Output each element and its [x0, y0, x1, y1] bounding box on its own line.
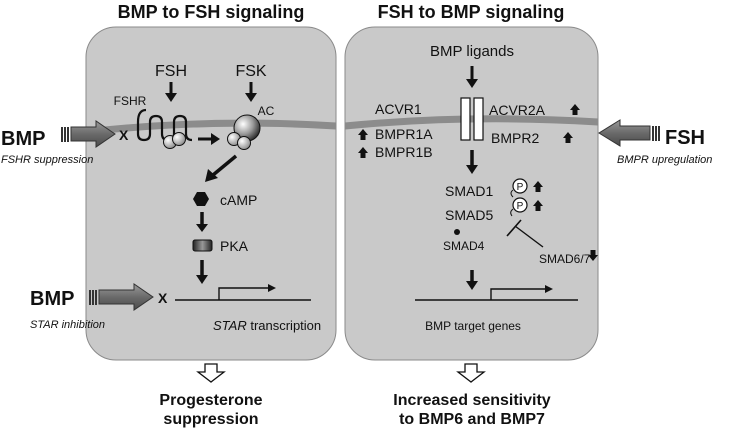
fsh-note: BMPR upregulation: [617, 154, 712, 166]
fsk-label: FSK: [235, 63, 266, 80]
fsk-arrow-head: [245, 93, 257, 102]
smad5-label: SMAD5: [445, 207, 493, 223]
phospho-circle-2: [512, 197, 528, 213]
left-outcome-line1: Progesterone: [159, 392, 262, 409]
adenylate-cyclase-icon: [227, 114, 261, 150]
bmpr1a-up-icon: [358, 129, 368, 140]
fsh-arrow-head: [165, 93, 177, 102]
phospho-link-2: [510, 208, 514, 217]
transcription-word: transcription: [247, 318, 321, 333]
bmp-receptor-type2-bar: [473, 97, 484, 141]
phospho-label-2: P: [517, 201, 524, 212]
left-outcome: Progesterone suppression: [159, 363, 263, 428]
smad1-label: SMAD1: [445, 183, 493, 199]
smad4-dot-icon: [454, 229, 460, 235]
fshr-label: FSHR: [114, 94, 147, 108]
bmp-fshr-inhibition: BMP FSHR suppression X: [1, 120, 129, 166]
right-fsh-label: FSH: [665, 127, 705, 149]
star-promoter-icon: [218, 287, 268, 300]
bmp-bottom-label: BMP: [30, 288, 74, 310]
star-gene-name: STAR: [213, 318, 247, 333]
left-fsh-label: FSH: [155, 63, 187, 80]
acvr2a-label: ACVR2A: [489, 102, 546, 118]
right-panel-background: [344, 26, 599, 361]
star-promoter-arrow-head: [268, 284, 276, 292]
fsh-block-arrow-icon: [598, 119, 660, 147]
ac-label: AC: [258, 104, 275, 118]
fshr-block-mark: X: [119, 127, 129, 143]
pka-label: PKA: [220, 238, 249, 254]
bmp-top-note: FSHR suppression: [1, 154, 93, 166]
right-outcome: Increased sensitivity to BMP6 and BMP7: [393, 363, 551, 428]
fsh-bmpr-upregulation: FSH BMPR upregulation: [598, 119, 712, 166]
phospho-up-icon-2: [533, 200, 543, 211]
camp-hexagon-icon: [193, 192, 209, 206]
bmp-ligands-label: BMP ligands: [430, 43, 514, 60]
left-outcome-arrow-icon: [196, 363, 226, 383]
receptor-to-ac-arrow-head: [211, 133, 220, 145]
phospho-link-1: [510, 189, 514, 198]
acvr2a-up-icon: [570, 104, 580, 115]
bmp-bottom-block-arrow-icon: [89, 283, 154, 311]
camp-label: cAMP: [220, 192, 257, 208]
bmp-target-promoter-icon: [490, 288, 545, 300]
right-outcome-line1: Increased sensitivity: [393, 392, 551, 409]
pka-to-gene-arrow-head: [196, 275, 208, 284]
bmpr2-label: BMPR2: [491, 130, 539, 146]
right-outcome-arrow-icon: [456, 363, 486, 383]
smad67-inhibition-bar: [506, 219, 522, 237]
receptor-to-smad-arrow-head: [466, 165, 478, 174]
bmpr1a-label: BMPR1A: [375, 126, 433, 142]
bmp-receptor-type1-bar: [460, 97, 471, 141]
fshr-receptor-icon: [136, 108, 193, 149]
left-outcome-line2: suppression: [163, 411, 258, 428]
bmp-target-promoter-arrow-head: [545, 285, 553, 293]
smad-to-gene-arrow-head: [466, 281, 478, 290]
smad67-inhibition-line: [514, 225, 544, 248]
left-membrane: [85, 119, 337, 136]
bmp-bottom-note: STAR inhibition: [30, 319, 105, 331]
bmpr1b-label: BMPR1B: [375, 144, 433, 160]
star-block-mark: X: [158, 290, 168, 306]
smad67-down-icon: [588, 250, 598, 261]
bmp-top-block-arrow-icon: [61, 120, 116, 148]
acvr1-label: ACVR1: [375, 101, 422, 117]
left-panel-background: [85, 26, 337, 361]
camp-to-pka-arrow-head: [196, 224, 208, 232]
ligands-arrow-head: [466, 79, 478, 88]
pka-icon: [192, 239, 213, 252]
smad67-label: SMAD6/7: [539, 252, 591, 266]
left-panel: BMP to FSH signaling FSH FSK FSHR AC: [85, 2, 337, 361]
right-membrane: [344, 115, 599, 130]
star-transcription-label: STAR transcription: [213, 318, 321, 333]
ac-to-camp-arrow: [211, 154, 238, 177]
phospho-label-1: P: [517, 182, 524, 193]
bmp-star-inhibition: BMP STAR inhibition X: [30, 283, 168, 331]
bmpr1b-up-icon: [358, 147, 368, 158]
phosphorylation-icons: P P: [510, 178, 543, 217]
right-panel: FSH to BMP signaling BMP ligands ACVR1 B…: [344, 2, 599, 361]
phospho-circle-1: [512, 178, 528, 194]
right-panel-title: FSH to BMP signaling: [378, 2, 565, 22]
smad4-label: SMAD4: [443, 239, 485, 253]
bmp-top-label: BMP: [1, 128, 45, 150]
phospho-up-icon-1: [533, 181, 543, 192]
right-outcome-line2: to BMP6 and BMP7: [399, 411, 545, 428]
bmp-target-genes-label: BMP target genes: [425, 319, 521, 333]
ac-to-camp-arrow-head: [205, 169, 218, 182]
bmpr2-up-icon: [563, 132, 573, 143]
left-panel-title: BMP to FSH signaling: [118, 2, 305, 22]
